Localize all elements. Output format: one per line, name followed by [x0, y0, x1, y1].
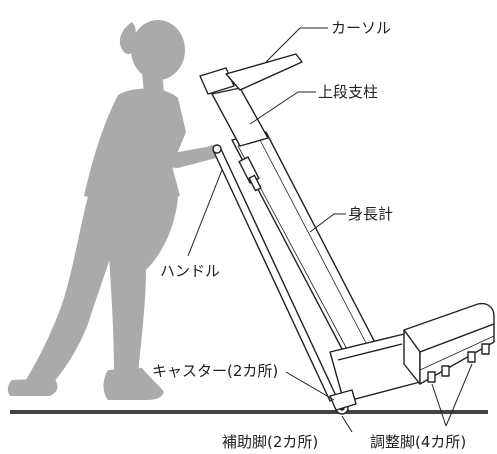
handle-grip-top [212, 144, 222, 154]
leader-aux-leg [341, 415, 353, 433]
label-adjust-leg: 調整脚(4カ所) [370, 433, 466, 451]
stadiometer-device [199, 53, 495, 415]
platform-top [403, 302, 495, 353]
cursor-plate [225, 53, 303, 91]
upper-column [211, 87, 269, 147]
label-stadiometer: 身長計 [348, 205, 393, 223]
leader-stadiometer [309, 213, 346, 233]
label-aux-leg: 補助脚(2カ所) [222, 433, 318, 451]
person-silhouette [7, 20, 222, 400]
label-cursor: カーソル [331, 19, 391, 37]
adjust-foot-3 [467, 351, 476, 363]
label-upper-column: 上段支柱 [318, 83, 378, 101]
main-column [231, 131, 385, 369]
adjust-foot-2 [441, 365, 450, 377]
leader-caster [285, 371, 335, 401]
leader-lines [187, 27, 473, 433]
adjust-foot-4 [481, 343, 490, 355]
label-caster: キャスター(2カ所) [152, 362, 278, 380]
label-handle: ハンドル [160, 262, 220, 280]
leader-adjust-leg-b [445, 363, 473, 427]
leader-upper-column [249, 91, 316, 125]
leader-handle [187, 169, 223, 257]
adjust-foot-1 [427, 371, 436, 383]
floor-line [10, 410, 488, 414]
aux-leg [329, 389, 357, 411]
leader-adjust-leg-a [431, 383, 447, 427]
cursor-block [199, 67, 235, 95]
leader-cursor [265, 27, 328, 63]
